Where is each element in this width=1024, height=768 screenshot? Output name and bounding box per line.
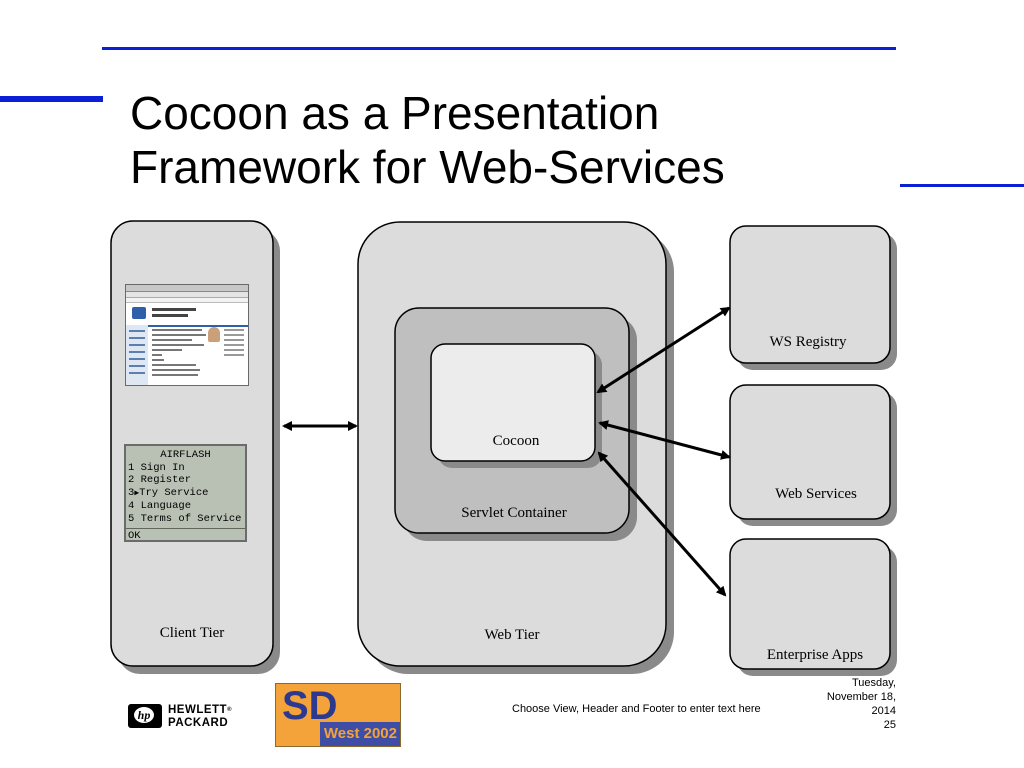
right-accent-rule <box>900 184 1024 187</box>
web-services-label: Web Services <box>775 486 857 502</box>
slide-title-line-1: Cocoon as a Presentation <box>130 87 660 139</box>
web-tier-label: Web Tier <box>484 627 539 643</box>
footer-date: Tuesday, November 18, 2014 25 <box>786 676 896 748</box>
ws-registry-label: WS Registry <box>769 334 847 350</box>
phone-menu-item-selected[interactable]: 3▶Try Service <box>126 487 245 501</box>
cocoon-box[interactable] <box>430 343 596 462</box>
phone-ok-softkey[interactable]: OK <box>128 530 141 542</box>
servlet-container-label: Servlet Container <box>461 505 566 521</box>
phone-menu-item-number: 3 <box>128 486 135 499</box>
enterprise-apps-label: Enterprise Apps <box>767 647 863 663</box>
phone-menu-item[interactable]: 1 Sign In <box>128 461 185 474</box>
page-number: 25 <box>883 719 896 731</box>
cocoon-webservices-arrow <box>598 420 731 460</box>
ws-registry-box[interactable] <box>729 225 891 364</box>
sd-event-text: West 2002 <box>323 725 397 742</box>
phone-menu-item[interactable]: 4 Language <box>128 500 192 512</box>
hp-name-line-2: PACKARD <box>168 716 229 729</box>
phone-screen: AIRFLASH 1 Sign In 2 Register 3▶Try Serv… <box>124 444 247 542</box>
phone-menu-item-label: Try Service <box>139 486 209 499</box>
phone-title: AIRFLASH <box>160 449 211 461</box>
browser-screenshot-thumbnail <box>125 284 249 386</box>
date-line-3: 2014 <box>871 705 896 717</box>
hp-badge-icon: hp <box>128 704 162 728</box>
phone-menu-item[interactable]: 2 Register <box>128 474 192 486</box>
sd-west-logo: SD West 2002 <box>275 683 401 747</box>
sd-logo-text: SD <box>282 684 338 728</box>
client-tier-label: Client Tier <box>160 625 225 641</box>
top-rule <box>102 47 896 50</box>
hp-logo-icon <box>132 307 146 319</box>
person-photo-icon <box>208 327 220 342</box>
slide-title-line-2: Framework for Web-Services <box>130 141 725 193</box>
cocoon-label: Cocoon <box>493 433 540 449</box>
phone-menu-item[interactable]: 5 Terms of Service <box>128 512 242 525</box>
slide-title: Cocoon as a Presentation Framework for W… <box>130 86 890 194</box>
cocoon-enterprise-arrow <box>597 451 727 597</box>
footer-note: Choose View, Header and Footer to enter … <box>512 703 761 715</box>
selection-cursor-icon: ▶ <box>134 488 140 498</box>
date-line-1: Tuesday, <box>851 677 896 689</box>
left-accent-rule <box>0 96 103 102</box>
date-line-2: November 18, <box>826 691 896 703</box>
enterprise-apps-box[interactable] <box>729 538 891 670</box>
cocoon-registry-arrow <box>596 306 731 394</box>
hp-name-line-1: HEWLETT <box>168 704 228 716</box>
